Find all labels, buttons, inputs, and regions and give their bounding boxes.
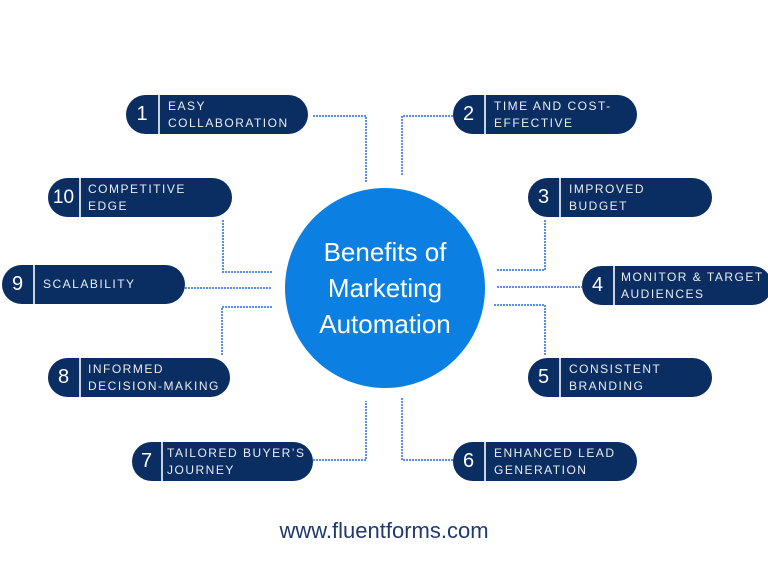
benefit-label-line-2: COLLABORATION xyxy=(168,115,289,130)
benefit-label: COMPETITIVE EDGE xyxy=(81,178,186,217)
benefit-pill-5: 5 CONSISTENT BRANDING xyxy=(528,358,712,397)
center-topic-circle: Benefits of Marketing Automation xyxy=(285,188,485,388)
center-title-line-3: Automation xyxy=(319,309,451,339)
benefit-pill-7: 7 TAILORED BUYER’S JOURNEY xyxy=(132,442,313,481)
benefit-label-line-2: EFFECTIVE xyxy=(494,115,574,130)
benefit-number: 2 xyxy=(462,103,475,125)
benefit-pill-1: 1 EASY COLLABORATION xyxy=(126,95,308,134)
benefit-label-line-2: DECISION-MAKING xyxy=(88,378,220,393)
benefit-label-line-1: COMPETITIVE xyxy=(88,181,186,196)
benefit-label: EASY COLLABORATION xyxy=(160,95,289,134)
center-title-line-2: Marketing xyxy=(327,273,443,303)
benefit-pill-3: 3 IMPROVED BUDGET xyxy=(528,178,712,217)
benefit-label: TAILORED BUYER’S JOURNEY xyxy=(163,442,305,481)
benefit-number: 1 xyxy=(136,103,148,125)
connector-5 xyxy=(494,304,546,355)
benefit-label-line-1: INFORMED xyxy=(88,361,164,376)
benefit-label-line-1: TIME AND COST- xyxy=(494,98,612,113)
benefit-label-line-2: GENERATION xyxy=(494,462,588,477)
pill-divider xyxy=(79,178,81,217)
pill-divider xyxy=(161,442,163,481)
benefit-label-line-1: CONSISTENT xyxy=(569,361,662,376)
connector-10 xyxy=(222,220,272,273)
pill-divider xyxy=(484,95,486,134)
connector-1 xyxy=(313,115,367,183)
pill-divider xyxy=(158,95,160,134)
benefit-pill-2: 2 TIME AND COST- EFFECTIVE xyxy=(453,95,637,134)
benefit-number: 6 xyxy=(462,450,475,472)
connector-2 xyxy=(401,115,453,176)
connector-7 xyxy=(313,401,367,461)
connector-8 xyxy=(221,306,272,356)
benefit-label-line-1: EASY xyxy=(168,98,207,113)
benefit-pill-6: 6 ENHANCED LEAD GENERATION xyxy=(453,442,637,481)
connector-3 xyxy=(496,220,546,271)
benefit-number: 7 xyxy=(140,450,153,472)
benefit-label-line-2: BUDGET xyxy=(569,198,629,213)
benefit-pill-10: 10 COMPETITIVE EDGE xyxy=(48,178,232,217)
pill-divider xyxy=(613,266,615,305)
benefit-number: 8 xyxy=(57,366,70,388)
benefit-number: 9 xyxy=(11,273,24,295)
benefit-label-line-1: ENHANCED LEAD xyxy=(494,445,616,460)
benefit-number: 10 xyxy=(52,186,75,208)
benefit-number: 5 xyxy=(537,366,550,388)
benefit-pill-8: 8 INFORMED DECISION-MAKING xyxy=(48,358,230,397)
benefit-label-line-2: AUDIENCES xyxy=(621,286,705,301)
benefit-label: MONITOR & TARGET AUDIENCES xyxy=(615,266,764,305)
benefit-label: TIME AND COST- EFFECTIVE xyxy=(486,95,612,134)
benefit-label-line-2: EDGE xyxy=(88,198,129,213)
benefit-label-line-1: SCALABILITY xyxy=(43,277,136,291)
pill-divider xyxy=(559,178,561,217)
benefit-label: CONSISTENT BRANDING xyxy=(561,358,661,397)
benefit-label-line-2: JOURNEY xyxy=(167,462,235,477)
benefit-number: 4 xyxy=(591,274,604,296)
benefit-number: 3 xyxy=(537,186,550,208)
benefit-pill-4: 4 MONITOR & TARGET AUDIENCES xyxy=(582,266,768,305)
benefit-label-line-1: MONITOR & TARGET xyxy=(621,269,764,284)
pill-divider xyxy=(484,442,486,481)
benefit-label: SCALABILITY xyxy=(35,265,136,304)
pill-divider xyxy=(79,358,81,397)
pill-divider xyxy=(33,265,35,304)
benefit-label: ENHANCED LEAD GENERATION xyxy=(486,442,616,481)
benefit-label-line-1: TAILORED BUYER’S xyxy=(167,445,306,460)
connector-6 xyxy=(401,398,453,461)
benefit-label: IMPROVED BUDGET xyxy=(561,178,645,217)
benefit-label-line-1: IMPROVED xyxy=(569,181,646,196)
pill-divider xyxy=(559,358,561,397)
footer-website-url: www.fluentforms.com xyxy=(279,518,489,543)
benefit-label: INFORMED DECISION-MAKING xyxy=(81,358,220,397)
benefit-pill-9: 9 SCALABILITY xyxy=(2,265,185,304)
center-title-line-1: Benefits of xyxy=(323,237,447,267)
benefit-label-line-2: BRANDING xyxy=(569,378,645,393)
